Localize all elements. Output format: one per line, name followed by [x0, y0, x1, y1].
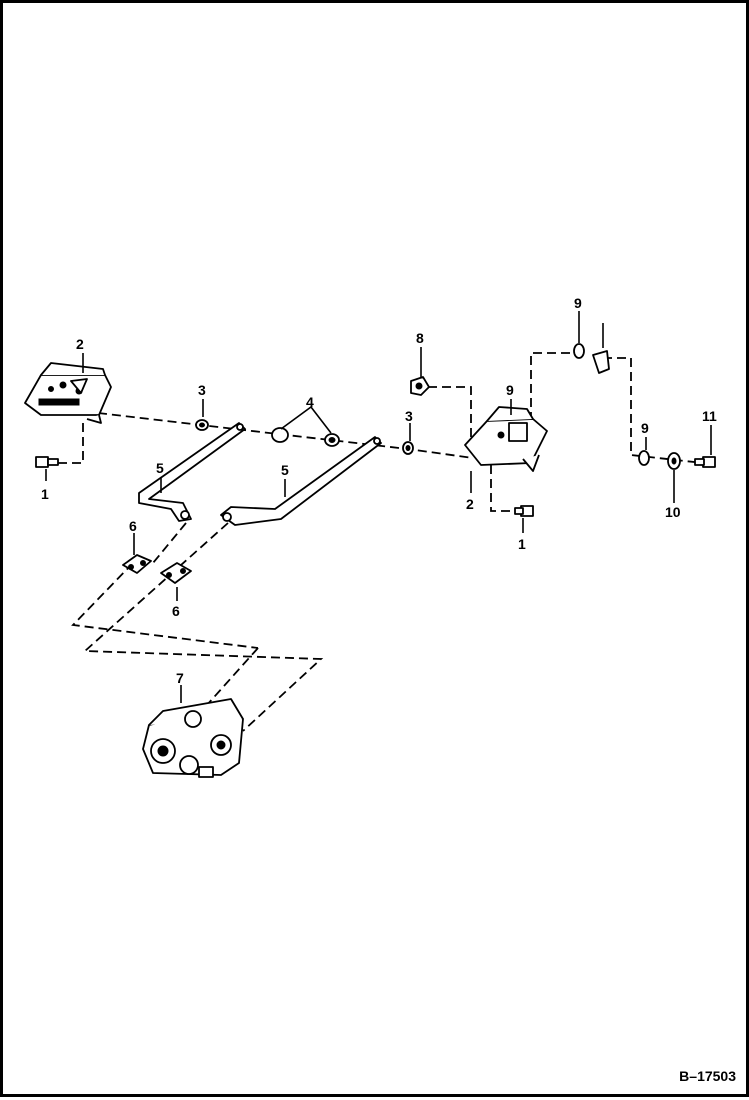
callout-1-right: 1 — [518, 536, 526, 552]
callout-11: 11 — [702, 408, 717, 424]
callout-numbers: 2 1 3 4 3 5 5 6 6 7 8 9 9 9 2 1 10 11 — [41, 295, 717, 686]
callout-4: 4 — [306, 394, 314, 410]
callout-10: 10 — [665, 504, 681, 520]
washer-10 — [667, 452, 681, 470]
callout-5-left: 5 — [156, 460, 164, 476]
figure-code: B–17503 — [679, 1068, 736, 1084]
leader-lines — [45, 311, 712, 703]
exploded-parts-diagram: 2 1 3 4 3 5 5 6 6 7 8 9 9 9 2 1 10 11 — [24, 295, 717, 778]
spacer-3-right — [402, 441, 414, 455]
callout-3-left: 3 — [198, 382, 206, 398]
callout-9-top: 9 — [574, 295, 582, 311]
lever-arm-right — [220, 436, 382, 526]
callout-9-middle: 9 — [506, 382, 514, 398]
assembly-dashed-lines — [51, 352, 704, 732]
clip-6-upper — [122, 554, 152, 574]
bolt-8 — [410, 376, 430, 396]
right-bracket — [464, 406, 548, 472]
callout-1-left: 1 — [41, 486, 49, 502]
callout-8: 8 — [416, 330, 424, 346]
clip-pin-upper — [573, 323, 610, 374]
lever-arm-left — [138, 422, 246, 522]
bolt-1-right — [514, 505, 534, 517]
callout-9-right: 9 — [641, 420, 649, 436]
callout-2-left: 2 — [76, 336, 84, 352]
washer-9-right — [638, 450, 650, 466]
callout-6-upper: 6 — [129, 518, 137, 534]
clip-6-lower — [160, 562, 192, 584]
bushing-4-left — [271, 427, 289, 443]
control-valve — [142, 698, 244, 778]
callout-3-right: 3 — [405, 408, 413, 424]
spacer-3-left — [195, 419, 209, 431]
bushing-4-right — [324, 433, 340, 447]
callout-6-lower: 6 — [172, 603, 180, 619]
bolt-11 — [694, 456, 716, 468]
bolt-1-left — [35, 456, 59, 468]
left-bracket — [24, 362, 112, 424]
callout-5-right: 5 — [281, 462, 289, 478]
callout-2-right: 2 — [466, 496, 474, 512]
callout-7: 7 — [176, 670, 184, 686]
